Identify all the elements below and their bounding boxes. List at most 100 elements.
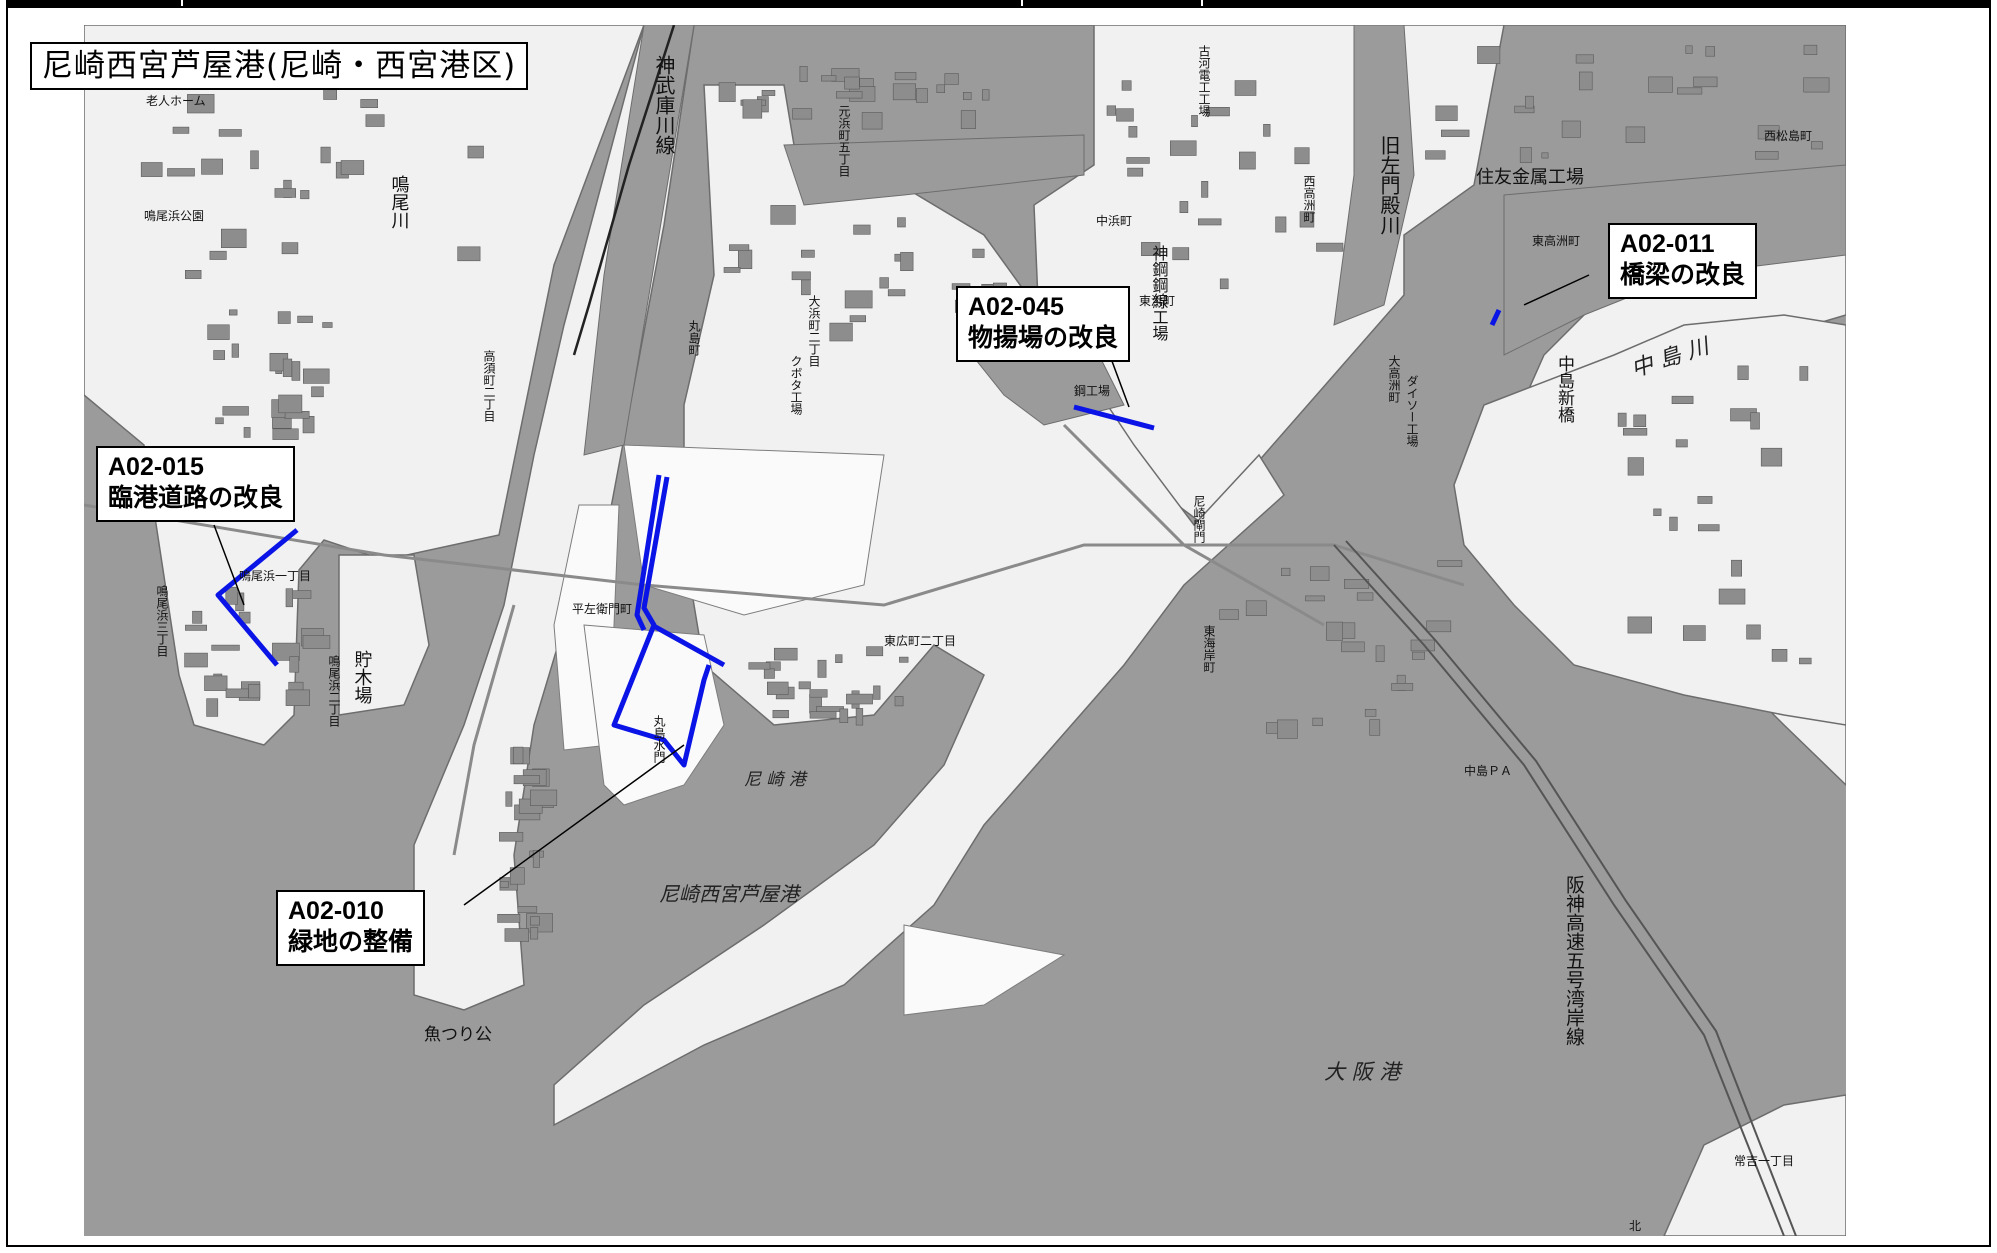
- building-block: [1683, 625, 1706, 641]
- building-block: [962, 92, 972, 100]
- building-block: [185, 624, 208, 631]
- building-block: [846, 693, 873, 705]
- building-block: [1198, 218, 1222, 226]
- callout-desc: 緑地の整備: [288, 927, 414, 956]
- building-block: [1671, 395, 1694, 405]
- building-block: [1514, 105, 1535, 114]
- sanzaemon-river: [1333, 25, 1415, 326]
- callout-desc: 臨港道路の改良: [108, 483, 284, 512]
- building-block: [1412, 651, 1426, 660]
- building-block: [360, 99, 379, 109]
- building-block: [1677, 87, 1703, 95]
- building-block: [944, 73, 959, 85]
- building-block: [1179, 201, 1189, 213]
- label-furukawa: 古河電工工場: [1197, 44, 1211, 118]
- building-block: [844, 290, 873, 309]
- building-block: [1170, 140, 1197, 156]
- building-block: [899, 656, 909, 663]
- building-block: [1435, 105, 1458, 121]
- building-block: [192, 610, 203, 624]
- building-block: [1441, 129, 1470, 137]
- building-block: [274, 188, 296, 198]
- open-areas: [553, 444, 1066, 1016]
- building-block: [855, 708, 864, 726]
- building-block: [1755, 151, 1779, 160]
- building-block: [504, 928, 529, 942]
- label-kita: 北: [1629, 1219, 1641, 1233]
- building-block: [723, 267, 741, 273]
- building-block: [1369, 719, 1381, 736]
- building-block: [718, 82, 736, 102]
- building-block: [960, 110, 976, 130]
- callout-a02-011: A02-011 橋梁の改良: [1608, 223, 1758, 299]
- building-block: [512, 746, 524, 764]
- building-block: [1760, 447, 1783, 467]
- building-block: [894, 696, 904, 707]
- building-block: [801, 279, 811, 296]
- building-block: [278, 394, 303, 414]
- building-block: [529, 789, 558, 806]
- building-block: [1263, 124, 1271, 137]
- building-block: [320, 146, 331, 164]
- building-block: [1219, 609, 1239, 620]
- building-block: [1633, 414, 1647, 427]
- building-block: [272, 642, 300, 661]
- line-a02-045: [1073, 404, 1155, 431]
- port-map[interactable]: 尼 崎 港 尼崎西宮芦屋港 大 阪 港 中 島 川 住友金属工場 貯木場 魚つり…: [84, 25, 1846, 1236]
- building-block: [1737, 365, 1749, 380]
- building-block: [505, 791, 513, 807]
- label-higashi-takasu: 東高洲町: [1532, 233, 1580, 248]
- label-expressway: 阪神高速五号湾岸線: [1563, 875, 1585, 1046]
- building-block: [761, 90, 776, 96]
- building-block: [513, 775, 540, 785]
- building-block: [1811, 141, 1823, 150]
- callout-a02-010: A02-010 緑地の整備: [276, 890, 426, 966]
- label-naruohama2: 鳴尾浜二丁目: [327, 655, 341, 727]
- label-amagasaki-port: 尼 崎 港: [744, 770, 808, 790]
- building-block: [1106, 105, 1116, 116]
- building-block: [1705, 46, 1716, 57]
- building-block: [1803, 44, 1818, 55]
- building-block: [887, 289, 906, 297]
- building-block: [1364, 708, 1377, 717]
- building-block: [1391, 683, 1414, 691]
- building-block: [1799, 366, 1809, 381]
- building-block: [1579, 71, 1593, 91]
- callout-code: A02-010: [288, 897, 384, 925]
- building-block: [900, 252, 914, 271]
- building-block: [184, 652, 208, 668]
- building-block: [873, 685, 881, 700]
- building-block: [1219, 278, 1229, 290]
- building-block: [467, 145, 484, 159]
- building-block: [1697, 496, 1713, 504]
- label-uogyo-park: 魚つり公: [424, 1025, 492, 1045]
- building-block: [209, 250, 227, 260]
- building-block: [1275, 216, 1287, 233]
- label-chobokuba: 貯木場: [352, 650, 373, 705]
- building-block: [853, 224, 871, 235]
- building-block: [729, 244, 750, 251]
- building-block: [916, 88, 928, 103]
- building-block: [229, 309, 238, 316]
- building-block: [1245, 600, 1267, 616]
- building-block: [221, 228, 247, 249]
- building-block: [1653, 508, 1662, 516]
- building-block: [1648, 76, 1673, 93]
- label-higashihama: 東浜町: [1139, 294, 1175, 308]
- building-block: [302, 415, 315, 434]
- project-lines: [215, 308, 1502, 768]
- building-block: [1410, 639, 1435, 652]
- line-a02-010-inner: [634, 474, 662, 632]
- label-ootakasu: 大高洲町: [1387, 355, 1401, 403]
- label-oohama: 大浜町二丁目: [807, 295, 821, 367]
- building-block: [1121, 80, 1132, 91]
- building-block: [1750, 412, 1760, 430]
- label-marushima: 丸島町: [687, 320, 701, 356]
- label-motohama: 元浜町五丁目: [837, 105, 851, 177]
- building-block: [798, 681, 811, 690]
- building-block: [185, 270, 202, 279]
- map-title: 尼崎西宮芦屋港(尼崎・西宮港区): [30, 42, 529, 90]
- building-block: [285, 588, 293, 608]
- building-block: [817, 659, 827, 678]
- building-block: [1141, 242, 1161, 256]
